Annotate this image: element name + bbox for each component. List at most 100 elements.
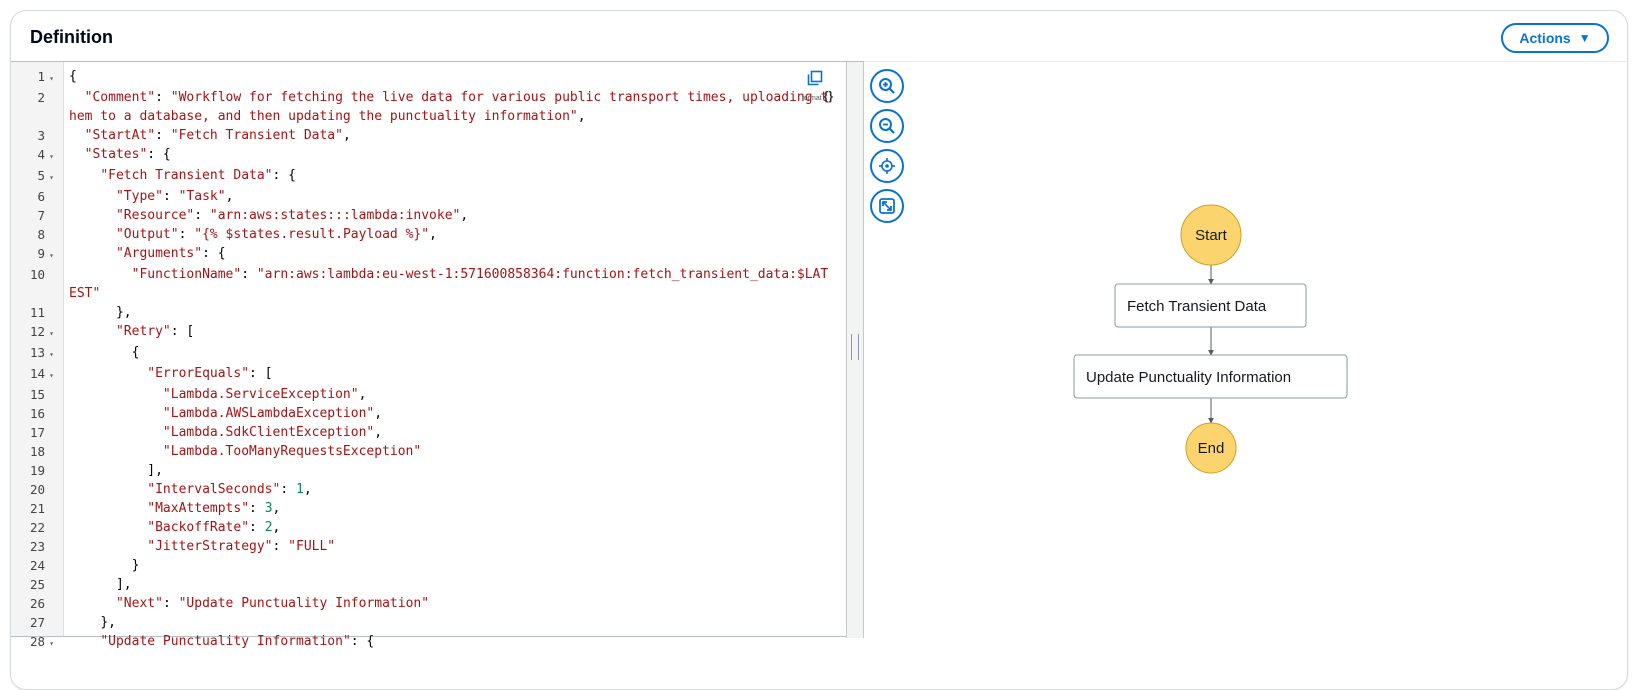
zoom-in-button[interactable] (870, 69, 904, 103)
code-line[interactable]: 3 "StartAt": "Fetch Transient Data", (11, 126, 844, 145)
code-line[interactable]: 6 "Type": "Task", (11, 187, 844, 206)
line-content: "Resource": "arn:aws:states:::lambda:inv… (115, 208, 469, 223)
fold-toggle-icon[interactable]: ▾ (49, 371, 54, 380)
start-label: Start (1195, 227, 1228, 244)
fold-toggle-icon[interactable]: ▾ (49, 350, 54, 359)
line-number: 22 (29, 520, 45, 535)
line-number: 27 (29, 615, 45, 630)
zoom-out-button[interactable] (870, 109, 904, 143)
line-number: 5▾ (11, 166, 64, 187)
line-number: 1▾ (11, 67, 64, 88)
format-label: format (801, 95, 822, 102)
code-line[interactable]: 14▾ "ErrorEquals": [ (11, 364, 844, 385)
line-content: } (69, 558, 140, 573)
actions-label: Actions (1519, 30, 1571, 46)
line-content: "Retry": [ (115, 324, 195, 339)
line-number: 28▾ (11, 632, 64, 653)
fold-toggle-icon[interactable]: ▾ (49, 74, 54, 83)
code-line[interactable]: 22 "BackoffRate": 2, (11, 518, 844, 537)
code-line[interactable]: 12▾ "Retry": [ (11, 322, 844, 343)
line-number-gutter (11, 62, 64, 636)
fold-toggle-icon[interactable]: ▾ (49, 639, 54, 648)
fold-toggle-icon[interactable]: ▾ (49, 152, 54, 161)
code-editor[interactable]: 1▾{2 "Comment": "Workflow for fetching t… (11, 61, 864, 649)
line-content: "Next": "Update Punctuality Information" (115, 596, 430, 611)
line-content: "Update Punctuality Information": { (100, 634, 375, 649)
line-number: 24 (29, 558, 45, 573)
line-number: 9▾ (11, 244, 64, 265)
line-content: "StartAt": "Fetch Transient Data", (84, 128, 351, 143)
line-content: "Comment": "Workflow for fetching the li… (69, 90, 829, 124)
fold-toggle-icon[interactable]: ▾ (49, 251, 54, 260)
line-number: 8 (37, 227, 45, 242)
code-line[interactable]: 13▾ { (11, 343, 844, 364)
line-number: 11 (29, 305, 45, 320)
fold-toggle-icon[interactable]: ▾ (49, 329, 54, 338)
line-content: "IntervalSeconds": 1, (147, 482, 312, 497)
code-line[interactable]: 18 "Lambda.TooManyRequestsException" (11, 442, 844, 461)
line-content: ], (69, 577, 132, 592)
code-line[interactable]: 11 }, (11, 303, 844, 322)
actions-button[interactable]: Actions ▼ (1501, 23, 1609, 53)
code-line[interactable]: 5▾ "Fetch Transient Data": { (11, 166, 844, 187)
code-line[interactable]: 10 "FunctionName": "arn:aws:lambda:eu-we… (11, 265, 844, 303)
code-line[interactable]: 7 "Resource": "arn:aws:states:::lambda:i… (11, 206, 844, 225)
code-line[interactable]: 2 "Comment": "Workflow for fetching the … (11, 88, 844, 126)
line-number: 21 (29, 501, 45, 516)
state-update-punctuality-information[interactable]: Update Punctuality Information (1073, 354, 1348, 399)
code-line[interactable]: 19 ], (11, 461, 844, 480)
line-content: "Fetch Transient Data": { (100, 168, 296, 183)
code-line[interactable]: 28▾ "Update Punctuality Information": { (11, 632, 844, 653)
line-content: "Lambda.AWSLambdaException", (162, 406, 383, 421)
code-line[interactable]: 16 "Lambda.AWSLambdaException", (11, 404, 844, 423)
code-brackets-icon[interactable]: format {} (801, 89, 833, 103)
line-number: 16 (29, 406, 45, 421)
caret-down-icon: ▼ (1578, 31, 1591, 45)
end-node[interactable]: End (1185, 422, 1237, 474)
state-fetch-transient-data[interactable]: Fetch Transient Data (1114, 283, 1307, 328)
code-line[interactable]: 1▾{ (11, 67, 844, 88)
code-line[interactable]: 27 }, (11, 613, 844, 632)
expand-icon (879, 198, 895, 214)
code-line[interactable]: 21 "MaxAttempts": 3, (11, 499, 844, 518)
code-line[interactable]: 20 "IntervalSeconds": 1, (11, 480, 844, 499)
code-line[interactable]: 24 } (11, 556, 844, 575)
line-number: 12▾ (11, 322, 64, 343)
line-content: "Lambda.TooManyRequestsException" (162, 444, 422, 459)
line-content: "BackoffRate": 2, (147, 520, 281, 535)
code-line[interactable]: 4▾ "States": { (11, 145, 844, 166)
start-node[interactable]: Start (1180, 204, 1242, 266)
split-resize-handle[interactable] (846, 62, 864, 638)
code-lines[interactable]: 1▾{2 "Comment": "Workflow for fetching t… (11, 67, 844, 653)
workflow-graph[interactable]: Start Fetch Transient Data Update Punctu… (11, 11, 1627, 637)
fullscreen-button[interactable] (870, 189, 904, 223)
line-number: 17 (29, 425, 45, 440)
state-label: Update Punctuality Information (1086, 369, 1291, 386)
code-line[interactable]: 26 "Next": "Update Punctuality Informati… (11, 594, 844, 613)
line-number: 10 (29, 267, 45, 282)
code-line[interactable]: 15 "Lambda.ServiceException", (11, 385, 844, 404)
line-content: "MaxAttempts": 3, (147, 501, 281, 516)
line-content: "JitterStrategy": "FULL" (147, 539, 336, 554)
definition-panel: Definition Actions ▼ 1▾{2 "Comment": "Wo… (10, 10, 1629, 690)
center-button[interactable] (870, 149, 904, 183)
copy-icon[interactable] (807, 70, 823, 86)
line-number: 3 (37, 128, 45, 143)
line-number: 19 (29, 463, 45, 478)
end-label: End (1198, 440, 1225, 457)
code-line[interactable]: 9▾ "Arguments": { (11, 244, 844, 265)
zoom-out-icon (879, 118, 895, 134)
line-number: 13▾ (11, 343, 64, 364)
code-line[interactable]: 17 "Lambda.SdkClientException", (11, 423, 844, 442)
code-line[interactable]: 25 ], (11, 575, 844, 594)
code-line[interactable]: 23 "JitterStrategy": "FULL" (11, 537, 844, 556)
fold-toggle-icon[interactable]: ▾ (49, 173, 54, 182)
line-content: ], (69, 463, 163, 478)
line-content: }, (69, 615, 116, 630)
line-content: "ErrorEquals": [ (147, 366, 273, 381)
line-content: "Lambda.SdkClientException", (162, 425, 383, 440)
zoom-in-icon (879, 78, 895, 94)
line-number: 15 (29, 387, 45, 402)
line-number: 20 (29, 482, 45, 497)
code-line[interactable]: 8 "Output": "{% $states.result.Payload %… (11, 225, 844, 244)
